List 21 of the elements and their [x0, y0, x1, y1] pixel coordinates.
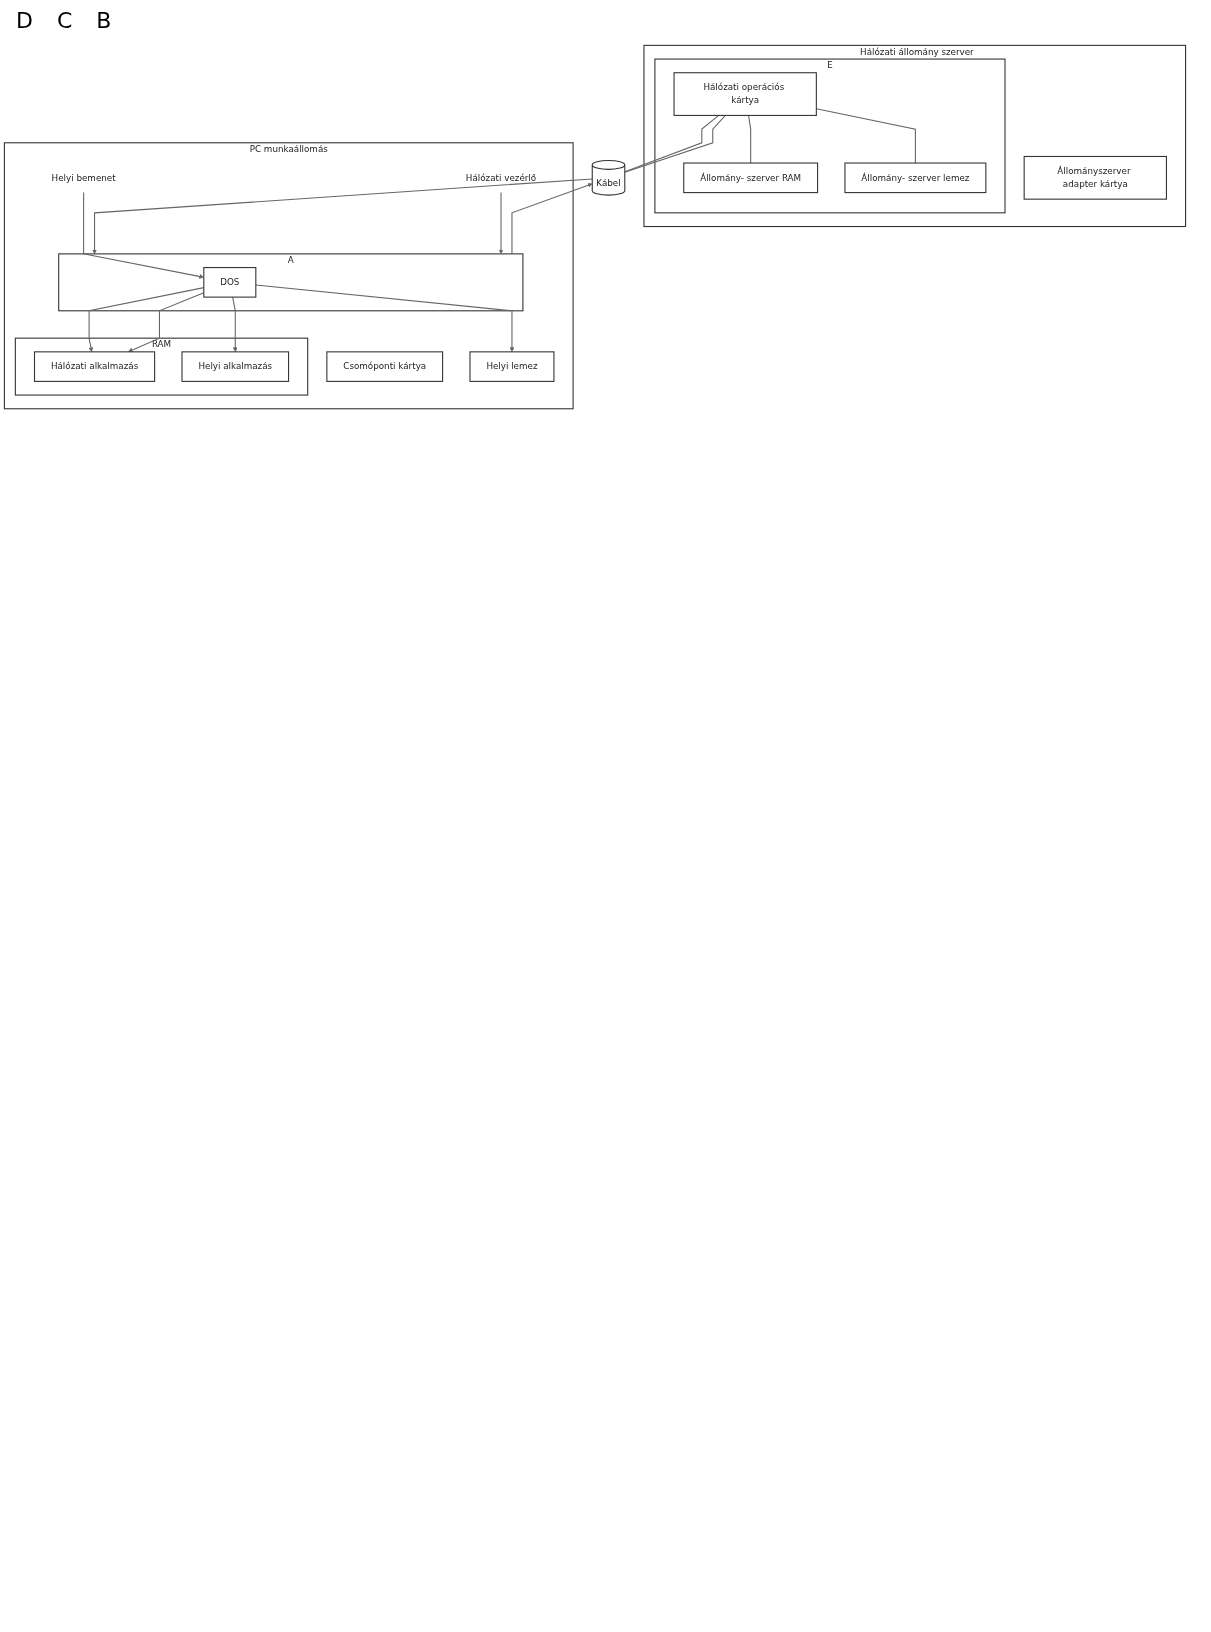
- arrow: [498, 192, 504, 255]
- arrow: [511, 182, 593, 255]
- node-text: Hálózati vezérlő: [465, 172, 537, 183]
- node-box: Hálózati alkalmazás: [33, 351, 156, 382]
- arrow: [92, 178, 593, 255]
- node-box: Csomóponti kártya: [326, 351, 444, 382]
- node-text: Helyi bemenet: [51, 172, 116, 183]
- arrow: [83, 192, 204, 279]
- node-box: Állományszerver adapter kártya: [1023, 155, 1167, 200]
- node-box: Állomány- szerver lemez: [844, 162, 987, 194]
- node-box: Hálózati operációs kártya: [673, 72, 817, 116]
- node-box: Helyi lemez: [469, 351, 555, 382]
- arrow: [232, 296, 238, 353]
- callout-letter: D: [16, 8, 33, 33]
- node-box: Állomány- szerver RAM: [683, 162, 819, 194]
- arrow: [255, 284, 515, 353]
- callout-letter: B: [96, 8, 112, 33]
- node-box: Helyi alkalmazás: [181, 351, 290, 382]
- callout-letter: C: [56, 8, 73, 33]
- connector: [748, 114, 752, 164]
- node-box: DOS: [203, 267, 257, 298]
